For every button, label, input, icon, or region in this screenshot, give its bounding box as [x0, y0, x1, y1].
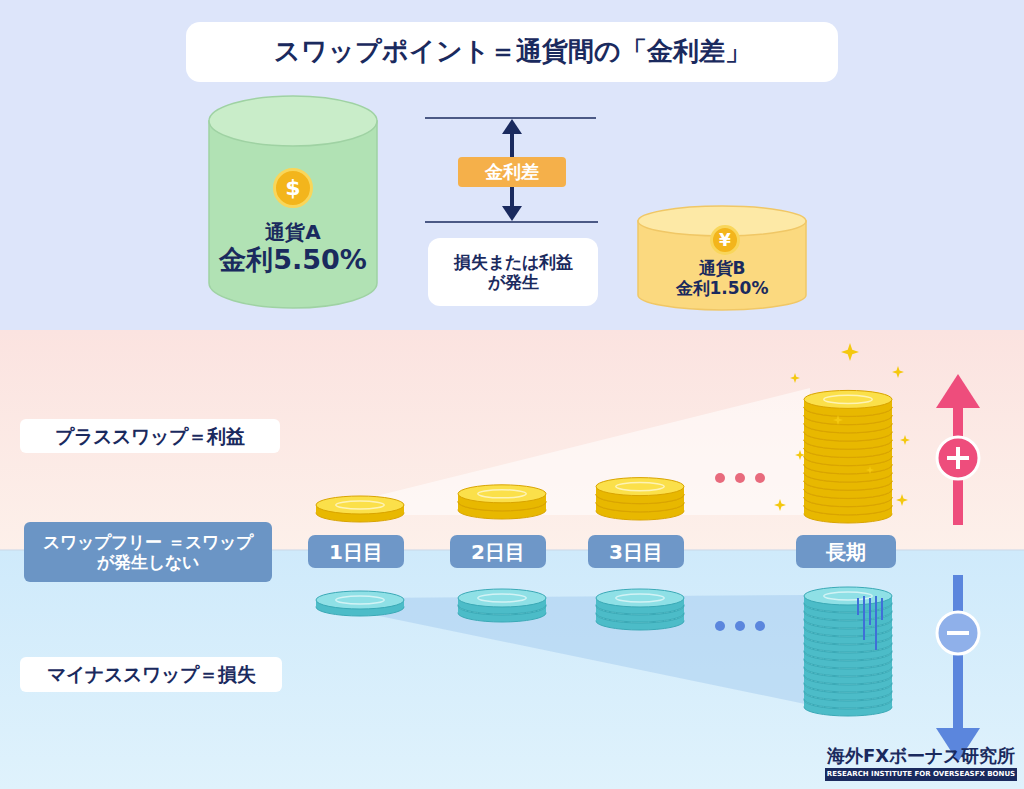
sparkle [795, 450, 805, 460]
drip [863, 596, 865, 640]
node-label: スワップフリー ＝スワップが発生しない [38, 532, 258, 573]
coin-symbol: ¥ [719, 232, 731, 249]
node-value: 金利1.50% [676, 278, 769, 298]
node-label: 損失または利益が発生 [448, 252, 578, 293]
node-label: 長期 [826, 540, 866, 564]
ellipsis-dots [715, 621, 765, 631]
coin-shine [824, 395, 872, 403]
arrow-head [502, 206, 522, 221]
coin-shine [478, 490, 526, 498]
drip [857, 598, 859, 615]
currency-cylinder: 通貨B金利1.50% [637, 205, 807, 311]
drip [881, 598, 883, 620]
arrow-head [936, 374, 980, 408]
sparkle [774, 499, 786, 511]
ellipsis-dots [715, 473, 765, 483]
sparkle [900, 435, 910, 445]
sparkle [841, 343, 859, 361]
coin [596, 589, 684, 614]
legend-box: スワップフリー ＝スワップが発生しない [24, 522, 272, 582]
dot [715, 473, 725, 483]
coin [804, 390, 892, 416]
minus-sign [937, 612, 979, 654]
watermark-sub-holder: RESEARCH INSTITUTE FOR OVERSEASFX BONUS [825, 768, 1017, 781]
dot [755, 621, 765, 631]
node-label: 1日目 [329, 540, 383, 564]
day-tag: 長期 [796, 535, 896, 568]
day-tag: 2日目 [450, 535, 546, 568]
coin-symbol: $ [285, 177, 300, 199]
coin [804, 587, 892, 612]
node-label: 2日目 [471, 540, 525, 564]
coin [316, 591, 404, 616]
plus-panel [0, 330, 1024, 550]
dot [715, 621, 725, 631]
sparkle [896, 494, 908, 506]
coin [316, 496, 404, 522]
drip [869, 598, 871, 625]
dot [735, 473, 745, 483]
loss-drip [858, 596, 882, 650]
node-label: 3日目 [609, 540, 663, 564]
level-line [425, 117, 596, 119]
legend-box: プラススワップ＝利益 [20, 419, 280, 453]
plus-bar [956, 447, 960, 469]
coin-face [804, 587, 892, 605]
coin-shine [616, 594, 664, 602]
coin-shine [336, 596, 384, 604]
cylinder-body [209, 121, 377, 308]
coin-symbol-holder: ¥ [710, 225, 740, 255]
minus-bar [947, 631, 969, 635]
coin-shine [478, 594, 526, 602]
dot [755, 473, 765, 483]
drip [875, 596, 877, 650]
minus-panel [0, 550, 1024, 789]
node-label: マイナススワップ＝損失 [47, 663, 256, 686]
dot [735, 621, 745, 631]
growth-wedge [360, 388, 810, 515]
note-box: 損失または利益が発生 [428, 238, 598, 306]
cylinder-body [638, 221, 806, 310]
node-label: 通貨B [699, 258, 746, 278]
coin-face [458, 589, 546, 607]
coin-face [458, 485, 546, 503]
coin [596, 478, 684, 504]
coin [458, 485, 546, 511]
arrow-head [502, 119, 522, 134]
watermark-holder: 海外FXボーナス研究所 [825, 744, 1017, 768]
coin-face [316, 496, 404, 514]
title: スワップポイント＝通貨間の「金利差」 [274, 36, 751, 67]
coin-face [804, 390, 892, 408]
sparkle [833, 415, 843, 425]
level-line [425, 221, 598, 223]
difference-tag: 金利差 [458, 157, 566, 187]
node-label: 通貨A [265, 220, 320, 244]
sparkles [774, 343, 910, 511]
coin-symbol-holder: $ [273, 168, 313, 208]
day-tag: 3日目 [588, 535, 684, 568]
loss-wedge [360, 595, 810, 705]
coin [458, 589, 546, 614]
top-panel [0, 0, 1024, 330]
node-label: プラススワップ＝利益 [55, 425, 245, 448]
coin-face [596, 478, 684, 496]
title-box: スワップポイント＝通貨間の「金利差」 [186, 22, 838, 82]
watermark: 海外FXボーナス研究所 [827, 747, 1015, 765]
watermark-sub: RESEARCH INSTITUTE FOR OVERSEASFX BONUS [827, 771, 1015, 778]
node-label: 金利差 [485, 161, 539, 183]
day-tag: 1日目 [308, 535, 404, 568]
sparkle [790, 373, 800, 383]
cylinder-top [209, 96, 377, 146]
legend-box: マイナススワップ＝損失 [20, 657, 282, 692]
sparkle [866, 466, 874, 474]
coin-shine [336, 501, 384, 509]
sparkle [892, 366, 904, 378]
node-value: 金利5.50% [219, 244, 367, 276]
coin-face [316, 591, 404, 609]
plus-sign [937, 437, 979, 479]
coin-face [596, 589, 684, 607]
coin-shine [616, 483, 664, 491]
